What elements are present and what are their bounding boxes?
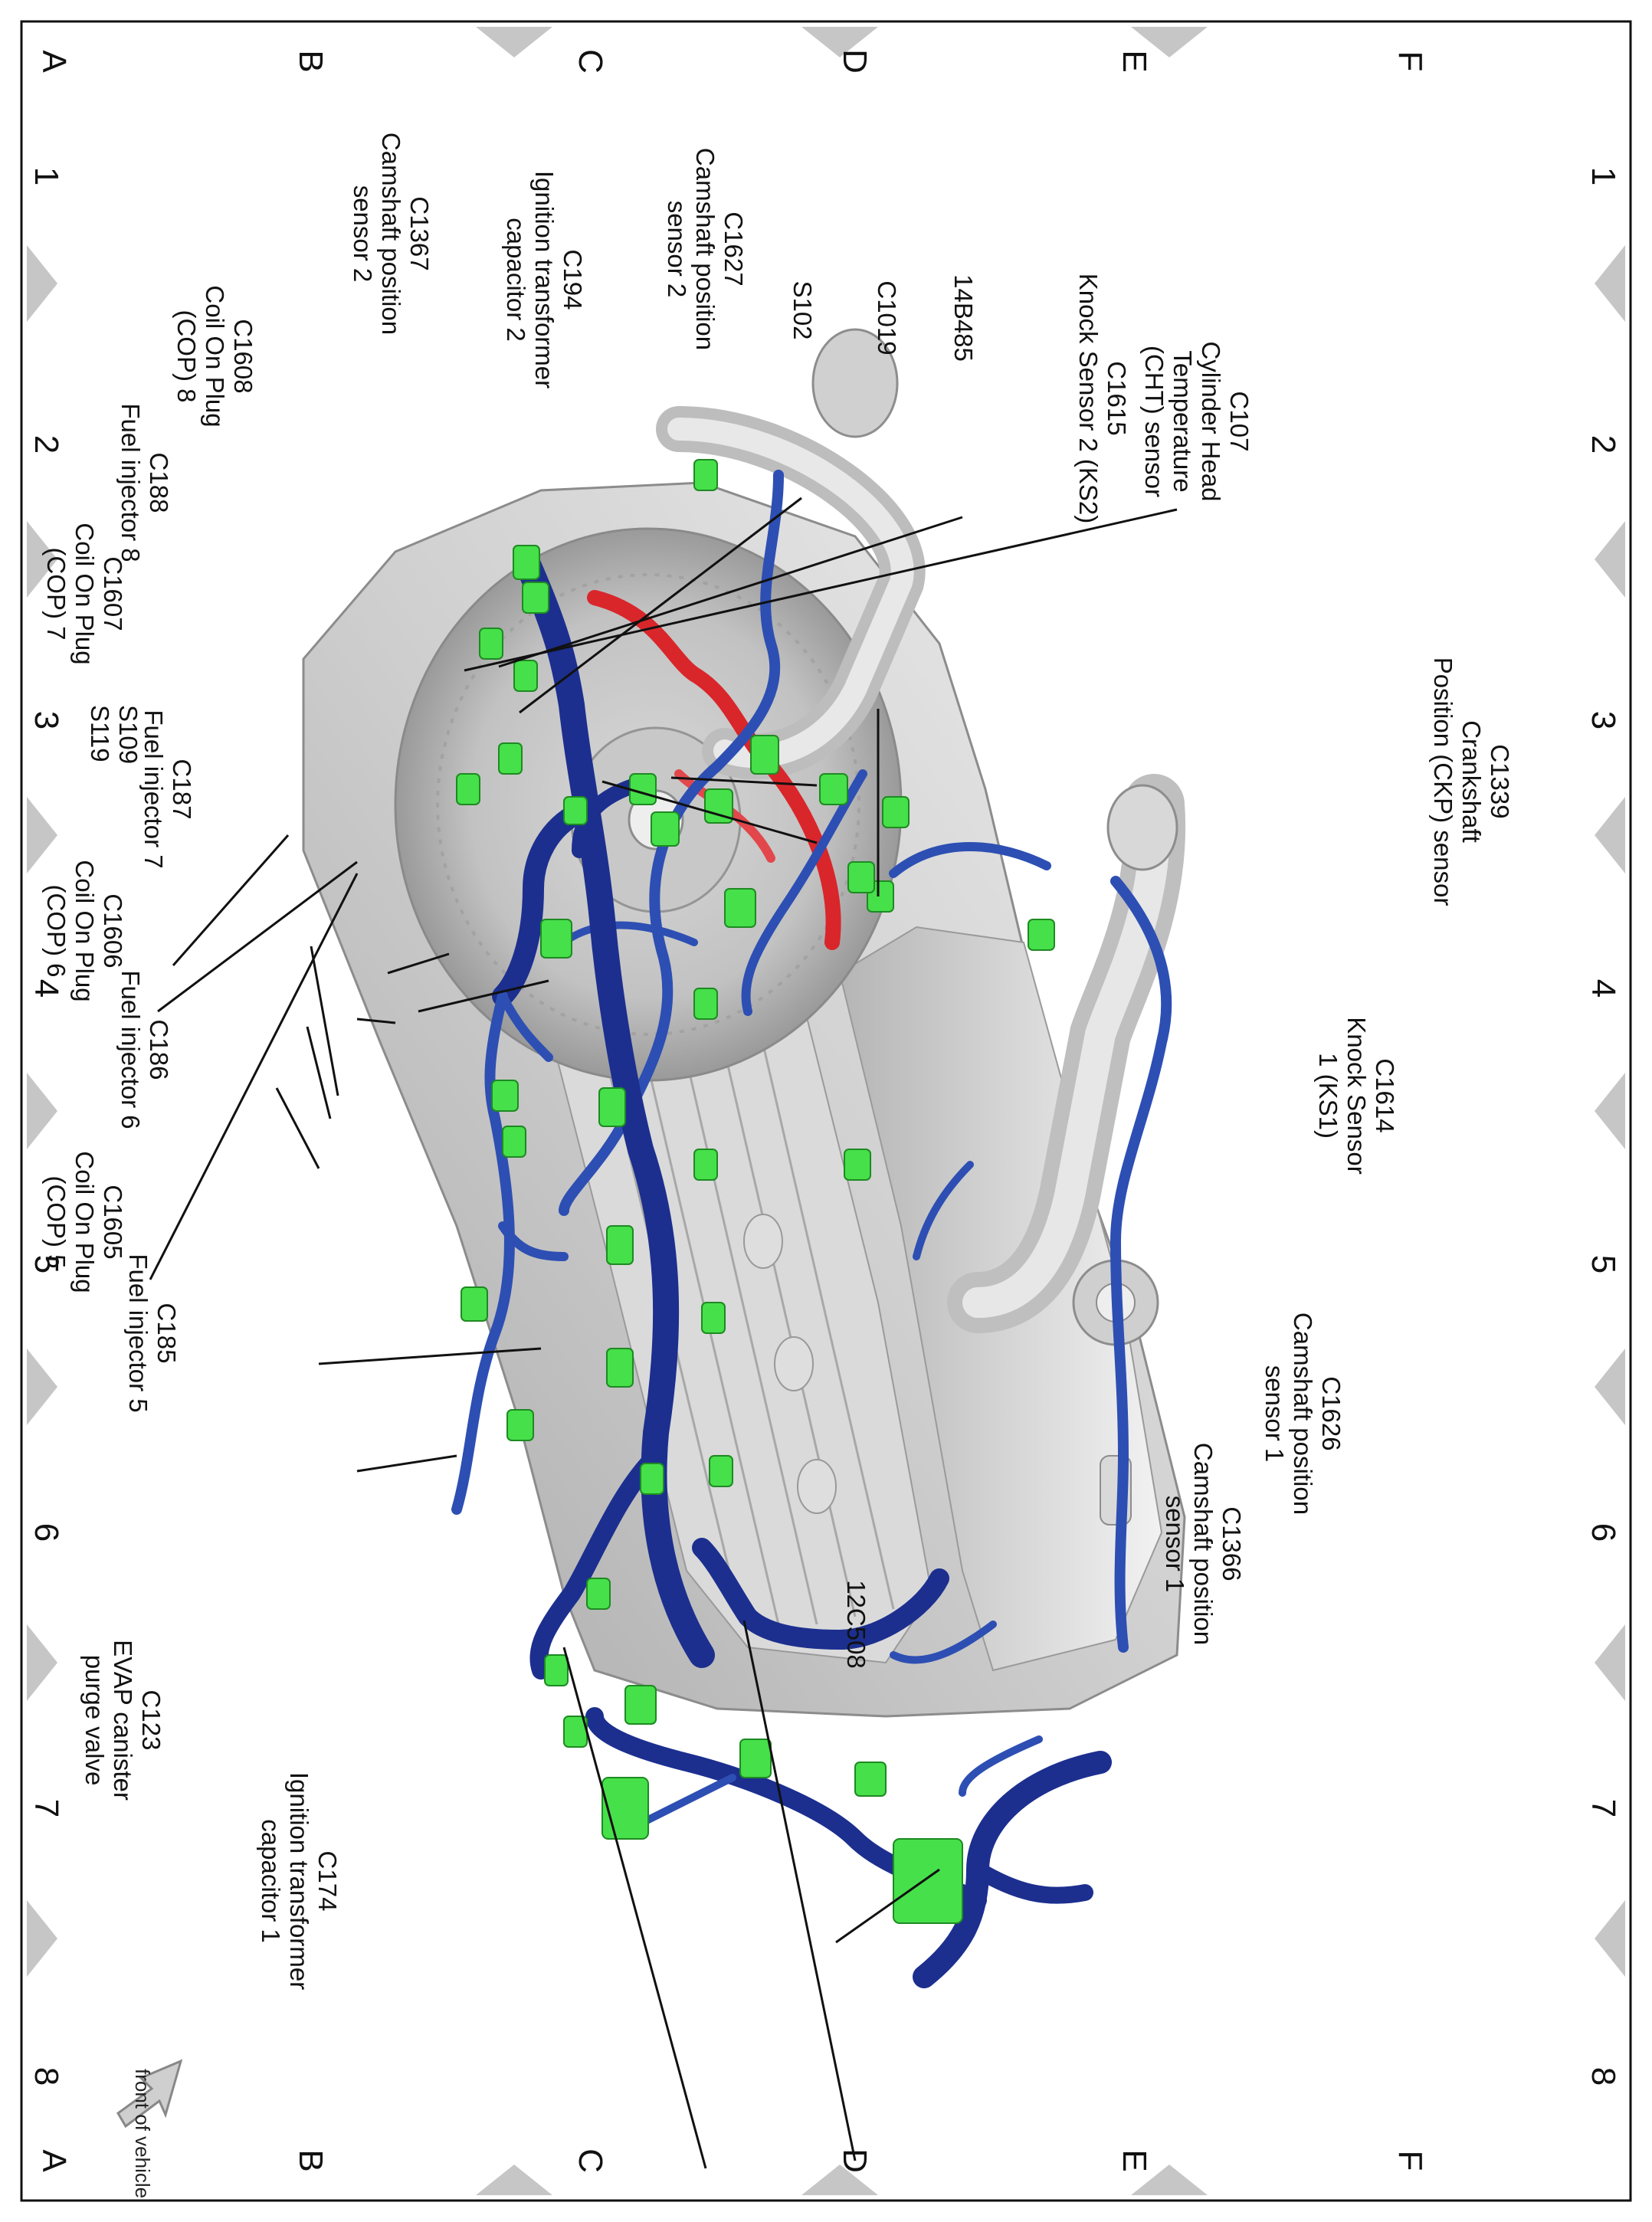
grid-row-e-bottom: E — [1116, 2149, 1153, 2172]
grid-col-7-right: 7 — [1585, 1798, 1622, 1818]
grid-col-6-right: 6 — [1585, 1522, 1622, 1542]
callout-c1605: C1605 Coil On Plug (COP) 5 — [42, 1151, 127, 1293]
grid-col-7-left: 7 — [28, 1798, 65, 1818]
callout-c1019: C1019 — [873, 280, 901, 356]
callout-c1607: C1607 Coil On Plug (COP) 7 — [42, 523, 127, 665]
grid-row-b-top: B — [292, 50, 329, 73]
leader-lines — [149, 497, 1178, 2169]
callout-s102: S102 — [788, 280, 817, 340]
callout-12c508: 12C508 — [842, 1580, 870, 1669]
callout-c123: C123 EVAP canister purge valve — [80, 1640, 166, 1801]
grid-row-c-top: C — [572, 49, 609, 74]
grid-col-1-right: 1 — [1585, 166, 1622, 186]
grid-row-e-top: E — [1116, 50, 1153, 73]
grid-row-d-top: D — [836, 49, 874, 74]
callout-c187: C187 Fuel injector 7 — [139, 710, 196, 869]
red-harness — [587, 590, 841, 950]
frame-markers — [27, 27, 1625, 2195]
callout-14b485: 14B485 — [949, 274, 978, 362]
callout-c1339: C1339 Crankshaft Position (CKP) sensor — [1429, 657, 1514, 906]
grid-col-3-left: 3 — [28, 710, 65, 730]
callout-s109: S109 S119 — [86, 705, 143, 765]
grid-col-6-left: 6 — [28, 1522, 65, 1542]
green-connectors — [456, 459, 1055, 1924]
grid-col-8-right: 8 — [1585, 2066, 1622, 2086]
grid-row-f-bottom: F — [1391, 2150, 1429, 2171]
grid-col-1-left: 1 — [28, 166, 65, 186]
grid-col-3-right: 3 — [1585, 710, 1622, 730]
grid-col-4-right: 4 — [1585, 978, 1622, 998]
callout-c1366: C1366 Camshaft position sensor 1 — [1161, 1442, 1246, 1646]
grid-row-c-bottom: C — [572, 2148, 609, 2173]
grid-col-8-left: 8 — [28, 2066, 65, 2086]
grid-col-2-right: 2 — [1585, 434, 1622, 454]
callout-c1627: C1627 Camshaft position sensor 2 — [663, 147, 748, 351]
callout-c185: C185 Fuel injector 5 — [124, 1254, 181, 1413]
callout-c107: C107 Cylinder Head Temperature (CHT) sen… — [1140, 341, 1254, 502]
grid-col-5-right: 5 — [1585, 1254, 1622, 1274]
callout-c174: C174 Ignition transformer capacitor 1 — [257, 1771, 342, 1991]
callout-c1608: C1608 Coil On Plug (COP) 8 — [172, 285, 257, 428]
frame-border — [20, 20, 1632, 2202]
callout-c1367: C1367 Camshaft position sensor 2 — [349, 132, 434, 336]
callout-c194: C194 Ignition transformer capacitor 2 — [502, 170, 587, 389]
front-of-vehicle-label: front of vehicle — [131, 2069, 154, 2199]
callout-c186: C186 Fuel injector 6 — [116, 970, 173, 1129]
callout-c1606: C1606 Coil On Plug (COP) 6 — [42, 860, 127, 1002]
grid-row-d-bottom: D — [836, 2148, 874, 2173]
grid-row-a-top: A — [35, 50, 73, 73]
grid-row-b-bottom: B — [292, 2149, 329, 2172]
callout-c1614: C1614 Knock Sensor 1 (KS1) — [1314, 1017, 1399, 1175]
callout-c1626: C1626 Camshaft position sensor 1 — [1260, 1312, 1346, 1516]
grid-row-a-bottom: A — [35, 2149, 73, 2172]
grid-row-f-top: F — [1391, 51, 1429, 72]
grid-col-2-left: 2 — [28, 434, 65, 454]
front-arrow-icon — [116, 2059, 183, 2129]
callout-c1615: C1615 Knock Sensor 2 (KS2) — [1074, 273, 1131, 524]
